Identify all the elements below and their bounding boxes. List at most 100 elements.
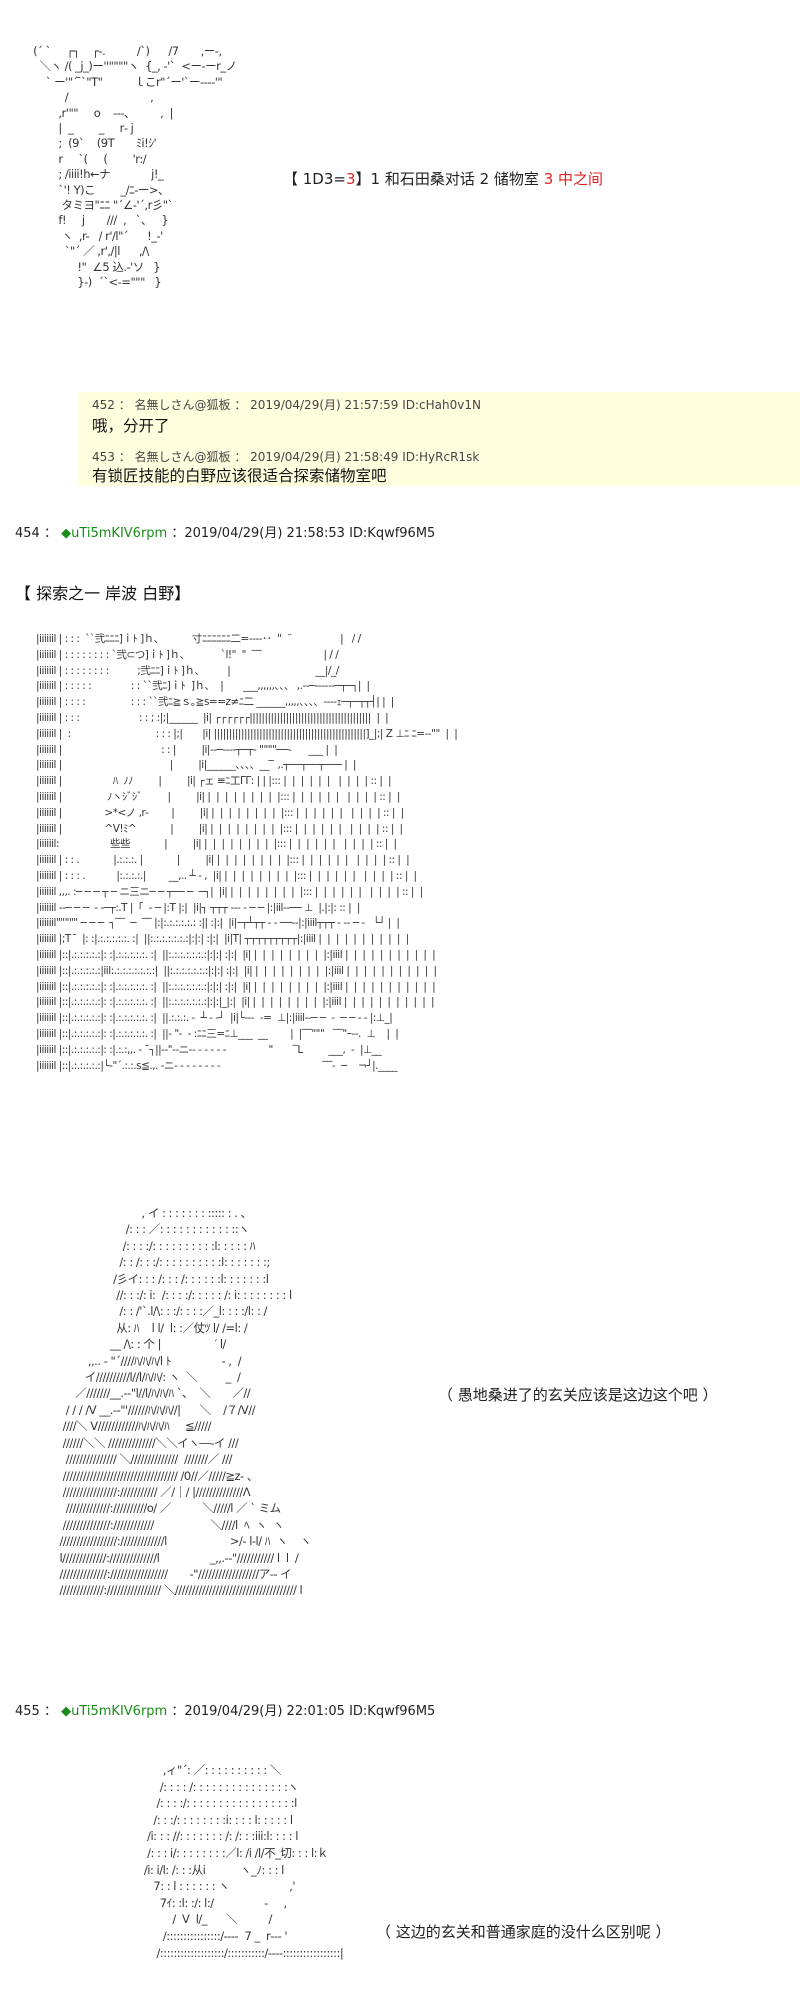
ascii-art-line: //////////////:///////////////// ‐"/////… xyxy=(50,1566,292,1581)
ascii-art-line: |iiiiiil | | |i|______、、、、__ ̄ ̄ ,.┬──┬─… xyxy=(36,759,356,772)
ascii-art-line: |iiiiiil -‐─ ─ ─ ‐ ‐─┬:.T |「 ‐ ─ |:T |:|… xyxy=(36,901,360,914)
dice-result-caption: 【 1D3=3】1 和石田桑对话 2 储物室 3 中之间 xyxy=(283,168,603,189)
dice-selected-option: 3 中之间 xyxy=(543,170,604,188)
ascii-art-character-1: (´ ` ┌┐ ┌-. /`) /7 ,ー-, ＼ヽ /( _j_)ー''"""… xyxy=(30,44,237,291)
ascii-art-line: |iiiiiil | : : : : : ; :|;|______ |i| ┌┌… xyxy=(36,711,389,724)
ascii-art-line: |iiiiiil | ^V!ﾐ^ | |i| | | | | | | | | |… xyxy=(36,822,403,835)
ascii-art-line: //////＼＼ //////////////＼＼イヽ―‐イ /// xyxy=(50,1435,239,1450)
ascii-art-line: |iiiiiil | : : : ``弐ﾆﾆﾆ]ｉﾄ ]ｈ、 寸ﾆﾆﾆﾆﾆﾆ二=… xyxy=(36,633,361,645)
ascii-art-line: / , xyxy=(30,90,154,105)
ascii-art-line: `'! Y)こ _/ﾆ-ー>、 xyxy=(30,182,169,197)
ascii-art-line: |iiiiiil | : : : . |:.:.:.:.| __,.. ┴ ‐ … xyxy=(36,869,417,882)
ascii-art-line: //: : :/: i: /: : : :/: : : : : /: i: : … xyxy=(50,1288,292,1303)
ascii-art-line: ; /iiii!h←ナ j!_ xyxy=(30,167,164,182)
ascii-art-line: |iiiiiil | : : | |i|-‐─‐‐‐‐┬─┬‐ """"──‐ … xyxy=(36,743,338,756)
ascii-art-line: |iiiiiil |::|.:.:.:.:.:|: :|.:.:.:.:.:. … xyxy=(36,948,436,961)
ascii-art-line: |iiiiiil |::|.:.:.:.:.:|└‐"´.:.:.s≦.,. ‐… xyxy=(36,1059,398,1072)
ascii-art-line: |iiiiiil | : : : : |;| |i| |||||||||||||… xyxy=(36,727,458,740)
dice-roll-value: 3 xyxy=(345,170,356,188)
ascii-art-line: /: : /: : :/: : : : : : : : : :l: : : : … xyxy=(50,1255,270,1270)
ascii-art-character-2: , イ : : : : : : : ::::: : . 、 /: : : ／: … xyxy=(50,1205,311,1599)
ascii-art-line: ////////////////://///////// ／/｜/ |/////… xyxy=(50,1484,251,1499)
ascii-art-line: |iiiiiil |::|.:.:.:.:.:|iil:.:.:.:.:.:.:… xyxy=(36,964,437,977)
quoted-replies-box: 452 ： 名無しさん@狐板 ： 2019/04/29(月) 21:57:59 … xyxy=(78,392,800,486)
ascii-art-line: ＼ヽ /( _j_)ー''""""ヽ {_, -'` <ー-ーr_ノ xyxy=(30,59,237,74)
ascii-art-line: /: : /'`.l/\: : :/: : : :／_l: : : :/l: :… xyxy=(50,1304,267,1319)
ascii-art-line: /////////////// ＼////////////// ///////／… xyxy=(50,1452,233,1467)
author-trip[interactable]: ◆uTi5mKIV6rpm xyxy=(61,526,168,541)
ascii-art-storage-room: |iiiiiil | : : : ``弐ﾆﾆﾆ]ｉﾄ ]ｈ、 寸ﾆﾆﾆﾆﾆﾆ二=… xyxy=(36,632,458,1074)
ascii-art-line: , イ : : : : : : : ::::: : . 、 xyxy=(50,1206,253,1220)
ascii-art-line: ,ィ"´: ／: : : : : : : : : : ＼ xyxy=(125,1763,282,1777)
ascii-art-line: |iiiiiil | ﾉヽｼﾞｼﾞ | |i| | | | | | | | | … xyxy=(36,790,400,803)
ascii-art-line: ,r'"" o ---、 , | xyxy=(30,105,173,120)
ascii-art-line: /::::::::::::::::/‐‐‐‐ 7 _ r‐‐‐ ' xyxy=(125,1928,288,1943)
ascii-art-line: /////////////://////////////// ＼////////… xyxy=(50,1583,303,1598)
thought-caption-2: （ 这边的玄关和普通家庭的没什么区别呢 ） xyxy=(376,1923,671,1941)
post-header-454: 454 ： ◆uTi5mKIV6rpm ：2019/04/29(月) 21:58… xyxy=(15,522,435,541)
ascii-art-line: /: : : :/: : : : : : : : : : : : : : : :… xyxy=(125,1796,298,1811)
ascii-art-character-3: ,ィ"´: ／: : : : : : : : : : ＼ /: : : : /:… xyxy=(125,1762,344,1961)
ascii-art-line: |iiiiiil | : : : : : : : ``弐ﾆ≧ｓ｡≧s==z≠ﾆ二… xyxy=(36,696,394,709)
ascii-art-line: |iiiiiil |::|.:.:.:.:.:|: :|.:.:.:.:.:. … xyxy=(36,980,436,993)
ascii-art-line: |iiiiiil | : : : : : : : ``弐ﾆ]ｉﾄ ]ｈ、 | _… xyxy=(36,680,370,693)
ascii-art-line: !" ∠5 込.-'ソ } xyxy=(30,259,161,274)
ascii-art-line: |iiiiiil |::|.:.:.:.:.:|: :|.:.:.:.:.:. … xyxy=(36,996,435,1009)
post-meta: ：2019/04/29(月) 21:58:53 ID:Kqwf96M5 xyxy=(171,526,436,541)
dice-prefix: 【 1D3= xyxy=(283,170,346,188)
ascii-art-line: |iiiiiil |::|.:.:.:.:.:|: :|.:.:.:.:.:. … xyxy=(36,1027,399,1040)
post-meta: ：2019/04/29(月) 22:01:05 ID:Kqwf96M5 xyxy=(171,1704,436,1719)
ascii-art-line: |iiiiiil |::|.:.:.:.:.:|: :|.:.:,,. ‐ ¯┐… xyxy=(36,1043,382,1056)
reply-header: 452 ： 名無しさん@狐板 ： 2019/04/29(月) 21:57:59 … xyxy=(92,398,481,412)
ascii-art-line: |iiiiiil ,,,. :─ ─ ─ ┬ ─ ニ三ニ─ ─ ┬── ─ ─┐… xyxy=(36,885,423,898)
ascii-art-line: イ//////////l//l/ﾊ/ﾊ/: ヽ ＼ _ / xyxy=(50,1370,241,1385)
ascii-art-line: /彡イ: : : /: : : /: : : : : :l: : : : : :… xyxy=(50,1271,269,1286)
ascii-art-line: |iiiiiil""""" ─ ─ ─ ┐‾‾ ─ ‾‾ |:|:.:.:.:.… xyxy=(36,917,400,930)
reply-header: 453 ： 名無しさん@狐板 ： 2019/04/29(月) 21:58:49 … xyxy=(92,450,480,464)
ascii-art-line: /: : : ／: : : : : : : : : : : ::ヽ xyxy=(50,1222,250,1237)
ascii-art-line: /: : : i/: : : : : : : :／l: /i /l/不_切: :… xyxy=(125,1845,329,1860)
reply-body: 有锁匠技能的白野应该很适合探索储物室吧 xyxy=(92,467,387,485)
ascii-art-line: ／///////__.-‐"l//l/ﾊ/ﾊ/ﾊ `、 ＼ ／// xyxy=(50,1386,251,1401)
ascii-art-line: |iiiiiil: 些些 | |i| | | | | | | | | |::: … xyxy=(36,838,397,851)
ascii-art-line: |iiiiiil |;T ̄ |: :|.:.:.:.:.:. :| ||:.:… xyxy=(36,933,409,946)
ascii-art-line: |iiiiiil | : : . |.:.:.:. | | |i| | | | … xyxy=(36,854,410,867)
author-trip[interactable]: ◆uTi5mKIV6rpm xyxy=(61,1704,168,1719)
ascii-art-line: /i: : : //: : : : : : : /: /: : :iii:l: … xyxy=(125,1829,298,1844)
ascii-art-line: / V l/_ ＼ / xyxy=(125,1912,272,1927)
ascii-art-line: タミヨ"ﾆﾆ "´∠-'´,r彡"` xyxy=(30,198,174,213)
ascii-art-line: }-) ´`<-=""" } xyxy=(30,275,162,290)
ascii-art-line: ` ー'"´ ̄`"T" ｌこr"´ー'`ー---‐'" xyxy=(30,74,223,89)
ascii-art-line: 从: ﾊ l l/ l: :／仗ﾂ l/ /=l: / xyxy=(50,1320,248,1335)
ascii-art-line: |iiiiiil | : : : : : : : : ;弐ﾆﾆ]ｉﾄ ]ｈ、 |… xyxy=(36,664,339,677)
ascii-art-line: | _ _ r‐ j xyxy=(30,121,134,136)
ascii-art-line: |iiiiiil | ﾊ ﾉﾉ | |i| ┌ェ ≡ﾆ工ΓΓ: | | |:::… xyxy=(36,775,392,788)
ascii-art-line: /i: i/l: /: : :从i ヽ_ﾉ: : : l xyxy=(125,1862,284,1877)
ascii-art-line: __ /\: : 个 | ′ l/ xyxy=(50,1337,226,1352)
ascii-art-line: (´ ` ┌┐ ┌-. /`) /7 ,ー-, xyxy=(30,44,222,58)
thought-caption-1: （ 愚地桑进了的玄关应该是这边这个吧 ） xyxy=(438,1386,718,1404)
ascii-art-line: |iiiiiil | : : : : : : : : `弐⊂つ]ｉﾄ ]ｈ、 `… xyxy=(36,648,339,661)
ascii-art-line: |iiiiiil |::|.:.:.:.:.:|: :|.:.:.:.:.:. … xyxy=(36,1012,393,1025)
ascii-art-line: /:::::::::::::::::::/:::::::::::/‐‐‐‐:::… xyxy=(125,1945,344,1960)
ascii-art-line: 7ｲ: :l: :/: l:/ - , xyxy=(125,1895,287,1910)
ascii-art-line: /////////////://////////o/ ／ ＼/////l ／ `… xyxy=(50,1501,281,1516)
ascii-art-line: ,,.. ‐ "´////ﾊ/ﾊ/ﾊ/l ﾄ - , / xyxy=(50,1353,242,1368)
ascii-art-line: ////////////////////////////////// /0//／… xyxy=(50,1468,259,1483)
ascii-art-line: `"´ ／ ,r',/|l ,/\ xyxy=(30,244,150,259)
ascii-art-line: r `( ( 'r:/ xyxy=(30,151,147,166)
ascii-art-line: ヽ ,r- / r'/l"´ !_-' xyxy=(30,228,164,243)
ascii-art-line: 7: : l : : : : : : ヽ ,' xyxy=(125,1879,296,1894)
ascii-art-line: f! j /// , `、 } xyxy=(30,213,169,228)
ascii-art-line: l/////////////://////////////l _,,.-‐"//… xyxy=(50,1550,299,1565)
post-number: 455 ： xyxy=(15,1704,57,1719)
post-number: 454 ： xyxy=(15,526,57,541)
ascii-art-line: //////////////://////////// ＼////l ﾍ ヽ ヽ xyxy=(50,1517,285,1532)
ascii-art-line: /: : :/: : : : : : : :i: : : : l: : : : … xyxy=(125,1812,293,1827)
ascii-art-line: /////////////////://///////////l >/‐ l-l… xyxy=(50,1534,311,1549)
ascii-art-line: /: : : : /: : : : : : : : : : : : : : :ヽ xyxy=(125,1779,299,1794)
section-title: 【 探索之一 岸波 白野】 xyxy=(15,584,191,603)
ascii-art-line: ////＼ V////////////ﾊ/ﾊ/ﾊ/ﾊ ≦///// xyxy=(50,1419,212,1434)
ascii-art-line: ; (9` (9T ﾐi!ｼ' xyxy=(30,136,157,151)
reply-body: 哦，分开了 xyxy=(92,417,170,435)
